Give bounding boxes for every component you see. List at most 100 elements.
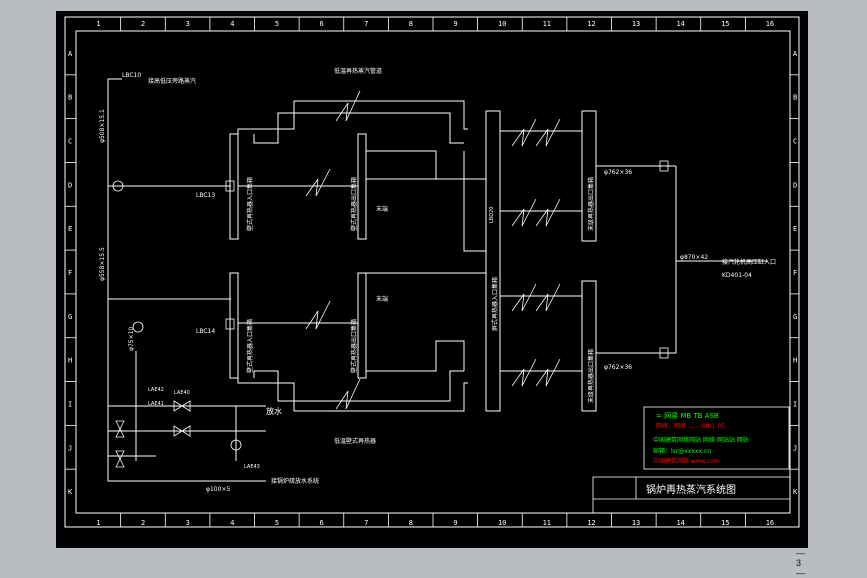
grid-column-label: 9: [453, 519, 457, 527]
grid-column-label: 9: [453, 20, 457, 28]
label-pipe-main-lower: φ558×15.5: [99, 247, 106, 281]
label-drain: 放水: [266, 406, 282, 416]
grid-ticks: [65, 17, 799, 527]
watermark-box: = 网易 MB TB ASB 网络，网络 …… 08/1 05… 中国建筑网络网…: [643, 406, 790, 470]
valve-icon: [173, 400, 183, 412]
grid-column-label: 12: [587, 519, 595, 527]
grid-row-label: F: [68, 269, 72, 277]
valve-icon: [115, 450, 125, 460]
grid-row-label: A: [793, 50, 798, 58]
label-mid-code: LBD20: [489, 207, 495, 223]
grid-row-label: D: [793, 181, 797, 189]
grid-column-label: 14: [676, 519, 684, 527]
grid-column-label: 7: [364, 519, 368, 527]
label-code-lae40: LAE40: [174, 390, 190, 396]
outer-frame: [64, 16, 800, 528]
system-diagram: 1122334455667788991010111112121313141415…: [64, 16, 800, 528]
label-header-left-upper: 壁式再热器入口集箱: [246, 177, 254, 231]
grid-column-label: 16: [766, 519, 774, 527]
orifice-icon: [225, 318, 235, 330]
label-code-lbc14: LBC14: [196, 328, 215, 335]
label-right-pipe-a: φ762×36: [604, 169, 632, 176]
grid-row-label: G: [793, 313, 797, 321]
grid-column-label: 4: [230, 519, 234, 527]
grid-row-label: B: [793, 94, 797, 102]
grid-column-label: 1: [96, 519, 100, 527]
label-header-right-upper: 末级再热器出口集箱: [587, 177, 595, 231]
grid-row-label: F: [793, 269, 797, 277]
label-right-code: KD401-04: [722, 272, 752, 279]
watermark-line3: 中国建筑网络网站 网络 网站站 网站: [653, 436, 749, 444]
label-code-lae43: LAE43: [244, 464, 260, 470]
valve-icon: [115, 420, 125, 430]
label-right-pipe-c: φ870×42: [680, 254, 708, 261]
valve-icon: [181, 400, 191, 412]
grid-row-label: H: [793, 357, 797, 365]
valve-icon: [115, 428, 125, 438]
diagram-labels: 低温再热蒸汽管道 接高低压旁路蒸汽 LBC10 LBC13 LBC14 LAE4…: [99, 67, 776, 493]
orifice-icon: [659, 347, 669, 359]
grid-column-label: 5: [275, 519, 279, 527]
orifice-icon: [225, 180, 235, 192]
grid-row-label: C: [68, 138, 72, 146]
label-stamp-note-upper: 末端: [376, 205, 388, 213]
grid-column-label: 10: [498, 20, 506, 28]
grid-column-label: 8: [409, 519, 413, 527]
page-number: — 3 —: [796, 548, 805, 578]
grid-column-label: 15: [721, 20, 729, 28]
label-right-pipe-b: φ762×36: [604, 364, 632, 371]
grid-column-label: 13: [632, 519, 640, 527]
grid-column-label: 4: [230, 20, 234, 28]
grid-row-label: J: [68, 444, 72, 452]
grid-row-label: G: [68, 313, 72, 321]
grid-row-label: A: [68, 50, 73, 58]
watermark-line4: 邮箱：lsr@xxxxx.cn: [653, 447, 711, 455]
title-block: [592, 476, 791, 514]
instruments: [112, 160, 669, 468]
grid-column-label: 10: [498, 519, 506, 527]
label-header-left-lower: 壁式再热器入口集箱: [246, 319, 254, 373]
grid-column-label: 16: [766, 20, 774, 28]
grid-column-label: 1: [96, 20, 100, 28]
grid-labels: 1122334455667788991010111112121313141415…: [68, 20, 798, 527]
grid-column-label: 13: [632, 20, 640, 28]
grid-column-label: 3: [186, 20, 190, 28]
pressure-gauge-icon: [230, 439, 242, 451]
label-pipe-lower-a: φ75×10: [128, 327, 135, 351]
grid-row-label: J: [793, 444, 797, 452]
pipework: [107, 78, 768, 482]
grid-column-label: 2: [141, 20, 145, 28]
grid-column-label: 3: [186, 519, 190, 527]
grid-column-label: 5: [275, 20, 279, 28]
break-marks: [305, 90, 561, 410]
label-header-right-lower: 末级再热器出口集箱: [587, 349, 595, 403]
label-right-connect: 接汽轮机高压缸入口: [722, 258, 776, 266]
grid-column-label: 6: [319, 20, 323, 28]
label-pipe-main-left: φ508×15.1: [99, 109, 106, 143]
grid-column-label: 7: [364, 20, 368, 28]
grid-row-label: E: [793, 225, 797, 233]
label-code-lae41: LAE41: [148, 401, 164, 407]
grid-row-label: E: [68, 225, 72, 233]
label-code-lbc13: LBC13: [196, 192, 215, 199]
label-drain-connect: 接锅炉疏放水系统: [271, 477, 319, 485]
valve-icon: [181, 425, 191, 437]
grid-row-label: C: [793, 138, 797, 146]
label-code-lbc10: LBC10: [122, 72, 141, 79]
label-pipe-lower-b: φ100×5: [206, 486, 230, 493]
grid-column-label: 2: [141, 519, 145, 527]
grid-row-label: K: [68, 488, 73, 496]
drawing-title: 锅炉再热蒸汽系统图: [646, 483, 736, 496]
label-top-connect: 接高低压旁路蒸汽: [148, 77, 196, 85]
valve-icon: [115, 458, 125, 468]
grid-column-label: 6: [319, 519, 323, 527]
grid-column-label: 8: [409, 20, 413, 28]
label-top-title: 低温再热蒸汽管道: [334, 67, 382, 75]
grid-column-label: 12: [587, 20, 595, 28]
watermark-line5: 中国建筑网络 www.com: [653, 457, 720, 465]
grid-row-label: D: [68, 181, 72, 189]
flow-meter-icon: [132, 321, 144, 333]
watermark-line1: = 网易 MB TB ASB: [656, 412, 719, 420]
grid-row-label: H: [68, 357, 72, 365]
grid-row-label: I: [793, 400, 797, 408]
